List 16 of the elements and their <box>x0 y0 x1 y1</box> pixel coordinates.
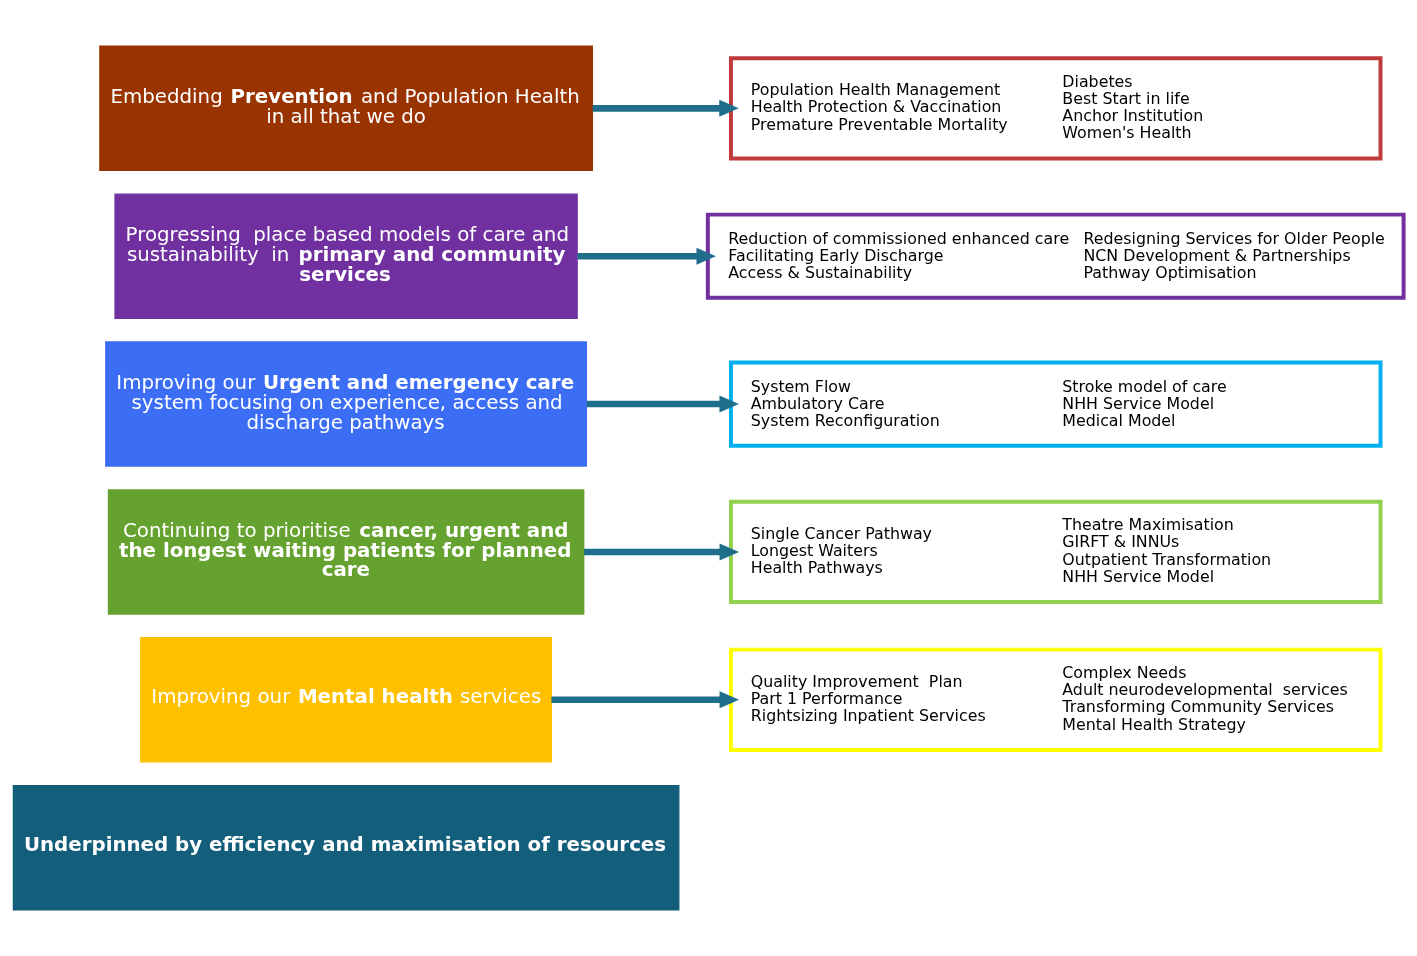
arrow <box>583 543 740 561</box>
node-box: Improving our Mental health services <box>140 637 553 763</box>
arrow <box>592 99 739 117</box>
node-box: System Flow Ambulatory Care System Reconfiguration Stroke model of care NHH Service Model Medical Model <box>728 360 1383 448</box>
node-box: Improving our Urgent and emergency care system focusing on experience, access and discharge pathways <box>105 341 588 467</box>
arrow <box>551 691 740 709</box>
node-box: Underpinned by efficiency and maximisation of resources <box>12 784 680 911</box>
arrow <box>586 395 739 413</box>
arrow <box>577 247 716 265</box>
node-box: Quality Improvement Plan Part 1 Performance Rightsizing Inpatient Services Complex Needs Adult neurodevelopmental services Transforming Community Services Mental Health Strategy <box>728 647 1383 752</box>
node-box: Single Cancer Pathway Longest Waiters Health Pathways Theatre Maximisation GIRFT & INNUs Outpatient Transformation NHH Service Model <box>728 499 1383 605</box>
node-box: Embedding Prevention and Population Health in all that we do <box>99 45 593 172</box>
node-box: Population Health Management Health Protection & Vaccination Premature Preventable Mortality Diabetes Best Start in life Anchor Institution Women's Health <box>728 56 1383 161</box>
node-box: Continuing to prioritise cancer, urgent and the longest waiting patients for planned care <box>107 489 585 615</box>
node-box: Progressing place based models of care and sustainability in primary and community services <box>114 193 578 319</box>
node-box: Reduction of commissioned enhanced care Facilitating Early Discharge Access & Sustainability Redesigning Services for Older People NCN Development & Partnerships Pathway Optimisation <box>705 212 1406 300</box>
